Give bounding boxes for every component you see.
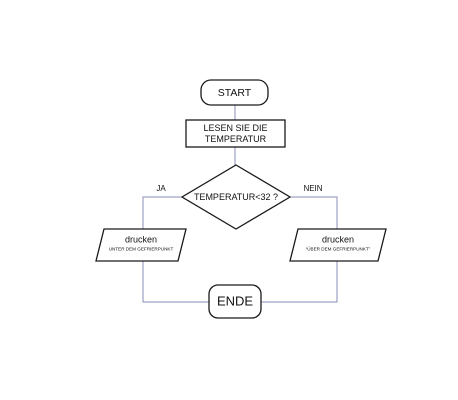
end-terminal: ENDE [208, 284, 262, 319]
print-below-freezing-output: drucken UNTER DEM GEFRIERPUNKT [95, 228, 187, 262]
connector-left-end [142, 261, 209, 303]
print-above-freezing-output: drucken “ÜBER DEM GEFRIERPUNKT” [289, 228, 387, 262]
read-label-line1: LESEN SIE DIE [203, 123, 267, 133]
connector-right-end [261, 261, 338, 303]
read-temperature-process: LESEN SIE DIE TEMPERATUR [185, 119, 286, 148]
print-right-title: drucken [322, 234, 354, 244]
connector-decision-yes [142, 196, 185, 229]
print-left-title: drucken [125, 234, 157, 244]
decision-label: TEMPERATUR<32 ? [194, 192, 278, 202]
connector-decision-no [290, 196, 338, 229]
print-right-text: “ÜBER DEM GEFRIERPUNKT” [306, 246, 371, 252]
edge-label-no: NEIN [303, 184, 322, 193]
read-label-line2: TEMPERATUR [205, 134, 267, 144]
edge-label-yes: JA [156, 184, 166, 193]
start-terminal: START [200, 79, 269, 106]
decision-diamond: TEMPERATUR<32 ? [180, 164, 292, 230]
start-label: START [218, 87, 252, 99]
end-label: ENDE [217, 293, 253, 308]
print-left-text: UNTER DEM GEFRIERPUNKT [109, 247, 174, 252]
